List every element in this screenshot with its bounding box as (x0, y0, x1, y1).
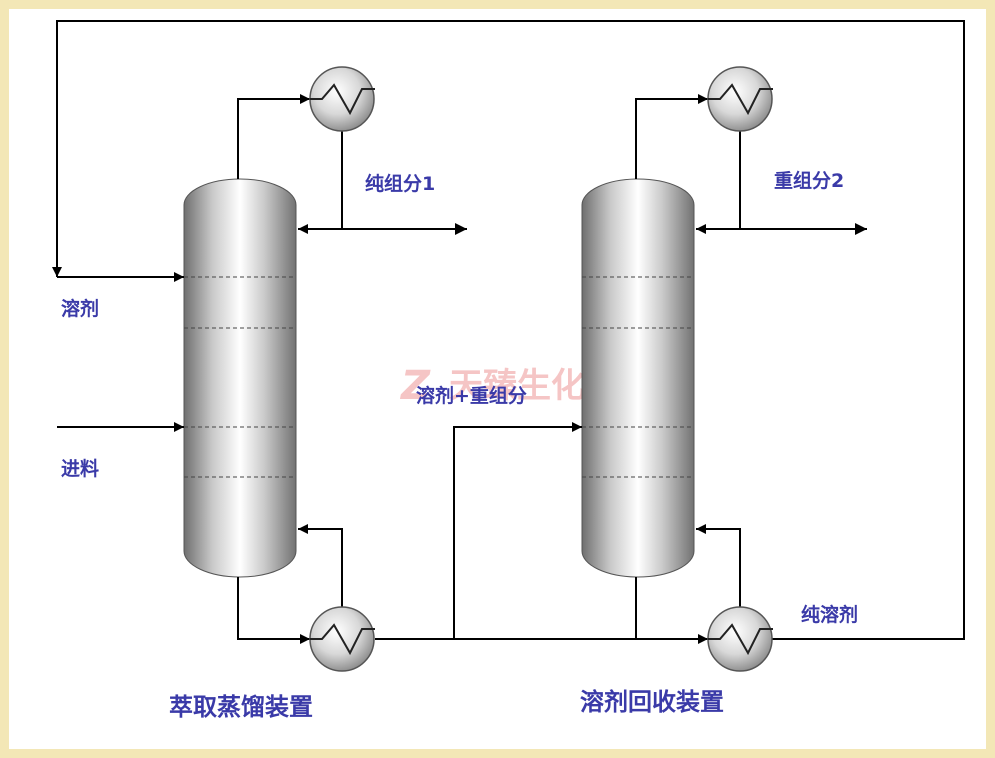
ext-boilup-line (298, 524, 343, 607)
solvent-heavy-transfer-line (375, 422, 582, 640)
rec-boilup-line (696, 524, 741, 607)
coil-icon (310, 83, 375, 116)
pipework (52, 20, 965, 644)
rec-condenser (707, 66, 773, 132)
extraction-unit-title: 萃取蒸馏装置 (169, 693, 313, 721)
watermark: Z 天臻生化 (399, 363, 585, 409)
coil-icon (708, 83, 773, 116)
watermark-text: 天臻生化 (449, 366, 585, 406)
process-flow-diagram: Z 天臻生化 (52, 20, 965, 721)
rec-overhead-line (635, 94, 708, 179)
ext-condenser (309, 66, 375, 132)
ext-overhead-line (237, 94, 310, 179)
solvent-heavy-label: 溶剂+重组分 (416, 384, 527, 407)
rec-reboiler (707, 606, 773, 672)
recovery-column (581, 178, 695, 578)
recovery-unit-title: 溶剂回收装置 (580, 688, 724, 716)
ext-reboiler (309, 606, 375, 672)
coil-icon (708, 623, 773, 656)
pure-solvent-label: 纯溶剂 (801, 603, 858, 626)
feed-label: 进料 (61, 457, 99, 480)
heavy-component-2-label: 重组分2 (774, 169, 844, 192)
diagram-frame: Z 天臻生化 (9, 9, 986, 749)
extraction-column (183, 178, 297, 578)
solvent-label: 溶剂 (61, 297, 99, 320)
ext-bottoms-line (237, 577, 310, 644)
watermark-logo: Z (399, 363, 431, 409)
coil-icon (310, 623, 375, 656)
pure-component-1-label: 纯组分1 (365, 172, 435, 195)
rec-bottoms-line (635, 577, 708, 644)
